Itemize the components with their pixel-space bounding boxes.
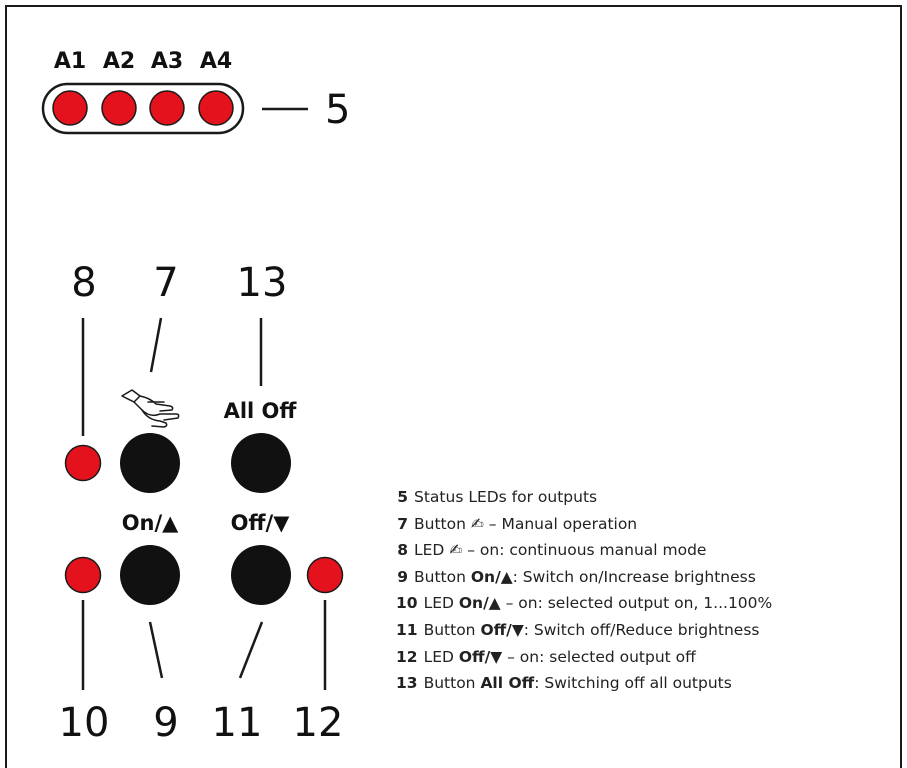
legend-item: 13 Button All Off: Switching off all outp… [396,670,772,697]
callout-line-11 [238,621,264,679]
legend-keyword: On/▲ [458,594,501,613]
legend-number: 12 [396,647,418,666]
off-down-label: Off/▼ [231,511,291,535]
legend-number: 13 [396,674,418,693]
legend-text: – on: selected output off [502,647,696,666]
legend-keyword: Off/▼ [458,647,503,666]
off-status-led [306,556,344,594]
legend-item: 8 LED ✍ – on: continuous manual mode [396,537,772,564]
all-off-button[interactable] [231,433,291,493]
led-header-a1: A1 [54,49,86,74]
legend-text: Button [423,620,481,639]
led-bar-housing [41,82,245,135]
callout-number-10: 10 [59,700,110,746]
legend-item: 9 Button On/▲: Switch on/Increase brightn… [396,564,772,591]
status-led-a2 [101,90,137,126]
hand-glyph-icon: ✍ [449,541,463,560]
callout-number-12: 12 [293,700,344,746]
legend-item: 12 LED Off/▼ – on: selected output off [396,644,772,671]
callout-number-11: 11 [212,700,263,746]
legend-number: 10 [396,594,418,613]
on-up-button[interactable] [120,545,180,605]
legend-text: – Manual operation [483,514,638,533]
legend-keyword: On/▲ [470,567,513,586]
legend-text: – on: selected output on, 1...100% [500,594,773,613]
legend-text: LED [414,541,450,560]
status-led-a1 [52,90,88,126]
legend-text: : Switch on/Increase brightness [512,567,756,586]
legend-number: 8 [397,541,408,560]
legend-number: 9 [397,567,408,586]
legend-number: 7 [397,514,408,533]
legend-number: 5 [397,488,408,506]
callout-line-7 [149,317,163,373]
legend-text: Button [414,514,471,533]
legend-text: LED [423,647,459,666]
callout-number-9: 9 [153,700,178,746]
legend-keyword: Off/▼ [480,620,524,639]
callout-number-7: 7 [153,260,178,306]
legend-item: 7 Button ✍ – Manual operation [396,511,772,538]
all-off-label: All Off [224,399,298,423]
legend-item: 5 Status LEDs for outputs [396,484,772,511]
status-led-a3 [149,90,185,126]
legend-number: 11 [396,620,418,639]
callout-line-9 [148,621,164,679]
on-up-label: On/▲ [122,511,179,535]
status-led-a4 [198,90,234,126]
off-down-button[interactable] [231,545,291,605]
on-status-led [64,556,102,594]
manual-operation-button[interactable] [120,433,180,493]
manual-mode-led [64,444,102,482]
legend-text: LED [423,594,459,613]
legend-text: : Switch off/Reduce brightness [523,620,760,639]
led-header-a3: A3 [151,49,183,74]
led-header-a4: A4 [200,49,232,74]
callout-number-8: 8 [71,260,96,306]
legend-text: Status LEDs for outputs [414,488,598,506]
led-header-a2: A2 [103,49,135,74]
legend-text: : Switching off all outputs [534,674,732,693]
legend-item: 11 Button Off/▼: Switch off/Reduce bright… [396,617,772,644]
legend-keyword: All Off [480,674,535,693]
legend-text: Button [423,674,481,693]
diagram-frame [5,5,902,768]
pointing-hand-icon [121,389,180,428]
legend-item: 10 LED On/▲ – on: selected output on, 1..… [396,590,772,617]
hand-glyph-icon: ✍ [470,514,484,533]
callout-number-13: 13 [237,260,288,306]
legend-text: Button [414,567,471,586]
callout-number-5: 5 [325,87,350,133]
legend-text: – on: continuous manual mode [462,541,707,560]
